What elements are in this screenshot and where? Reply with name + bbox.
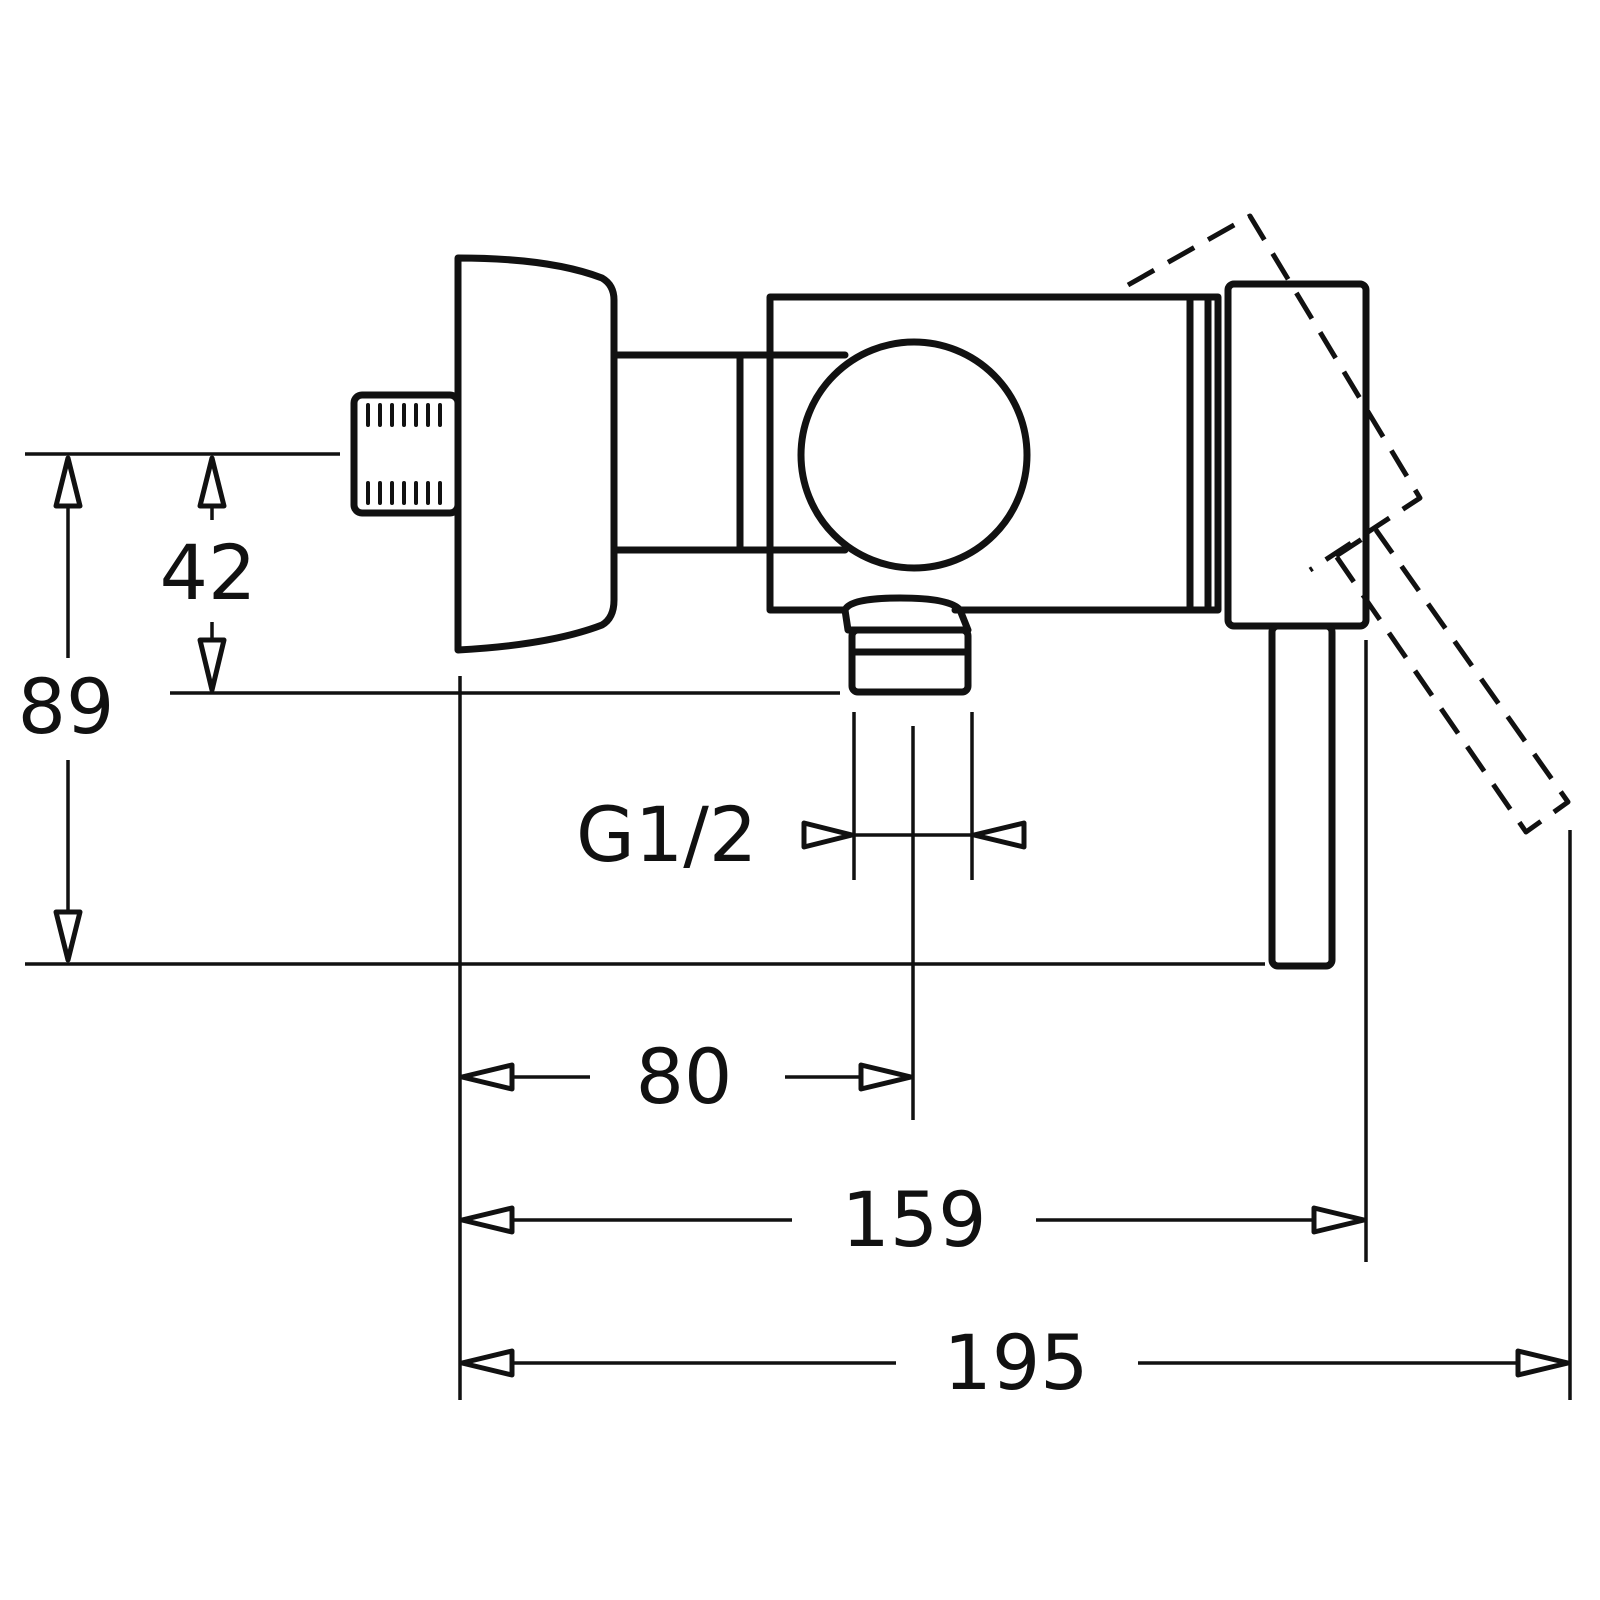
dimension-label-195: 195 — [943, 1318, 1088, 1407]
arrow-left — [459, 1062, 515, 1092]
arrow-up — [197, 455, 227, 509]
dimension-195: 195 — [459, 1318, 1571, 1407]
inlet-thread — [366, 403, 442, 505]
arrow-right — [1515, 1348, 1571, 1378]
thread-label: G1/2 — [576, 790, 757, 879]
lever-housing — [1224, 280, 1370, 630]
dimension-label-80: 80 — [636, 1032, 733, 1121]
dimension-159: 159 — [459, 1175, 1367, 1264]
connecting-pipe — [610, 351, 849, 554]
arrow-up — [53, 455, 83, 509]
dimension-label-159: 159 — [841, 1175, 986, 1264]
arrow-right — [1311, 1205, 1367, 1235]
dimension-label-42: 42 — [160, 528, 257, 617]
dimension-42: 42 — [160, 455, 257, 693]
arrow-down — [197, 637, 227, 693]
wall-rosette — [454, 254, 618, 654]
dimension-80: 80 — [459, 1032, 914, 1121]
extension-lines — [25, 452, 1572, 1400]
dimension-thread: G1/2 — [576, 790, 1027, 879]
arrow-right — [858, 1062, 914, 1092]
lever-rotated-outline — [1126, 213, 1423, 573]
main-body — [766, 293, 1222, 614]
arrow-down — [53, 909, 83, 963]
outlet-nut — [841, 594, 972, 634]
arrow-left — [971, 820, 1027, 850]
arrow-left — [459, 1348, 515, 1378]
dimension-label-89: 89 — [18, 662, 115, 751]
arrow-left — [459, 1205, 515, 1235]
round-cover — [797, 338, 1031, 572]
outlet-connector — [848, 626, 972, 696]
arrow-right — [801, 820, 855, 850]
lever-handle — [1268, 622, 1336, 970]
mixer-body — [350, 213, 1571, 970]
dimension-89: 89 — [18, 455, 115, 963]
lever-rotated-handle — [1333, 527, 1571, 835]
